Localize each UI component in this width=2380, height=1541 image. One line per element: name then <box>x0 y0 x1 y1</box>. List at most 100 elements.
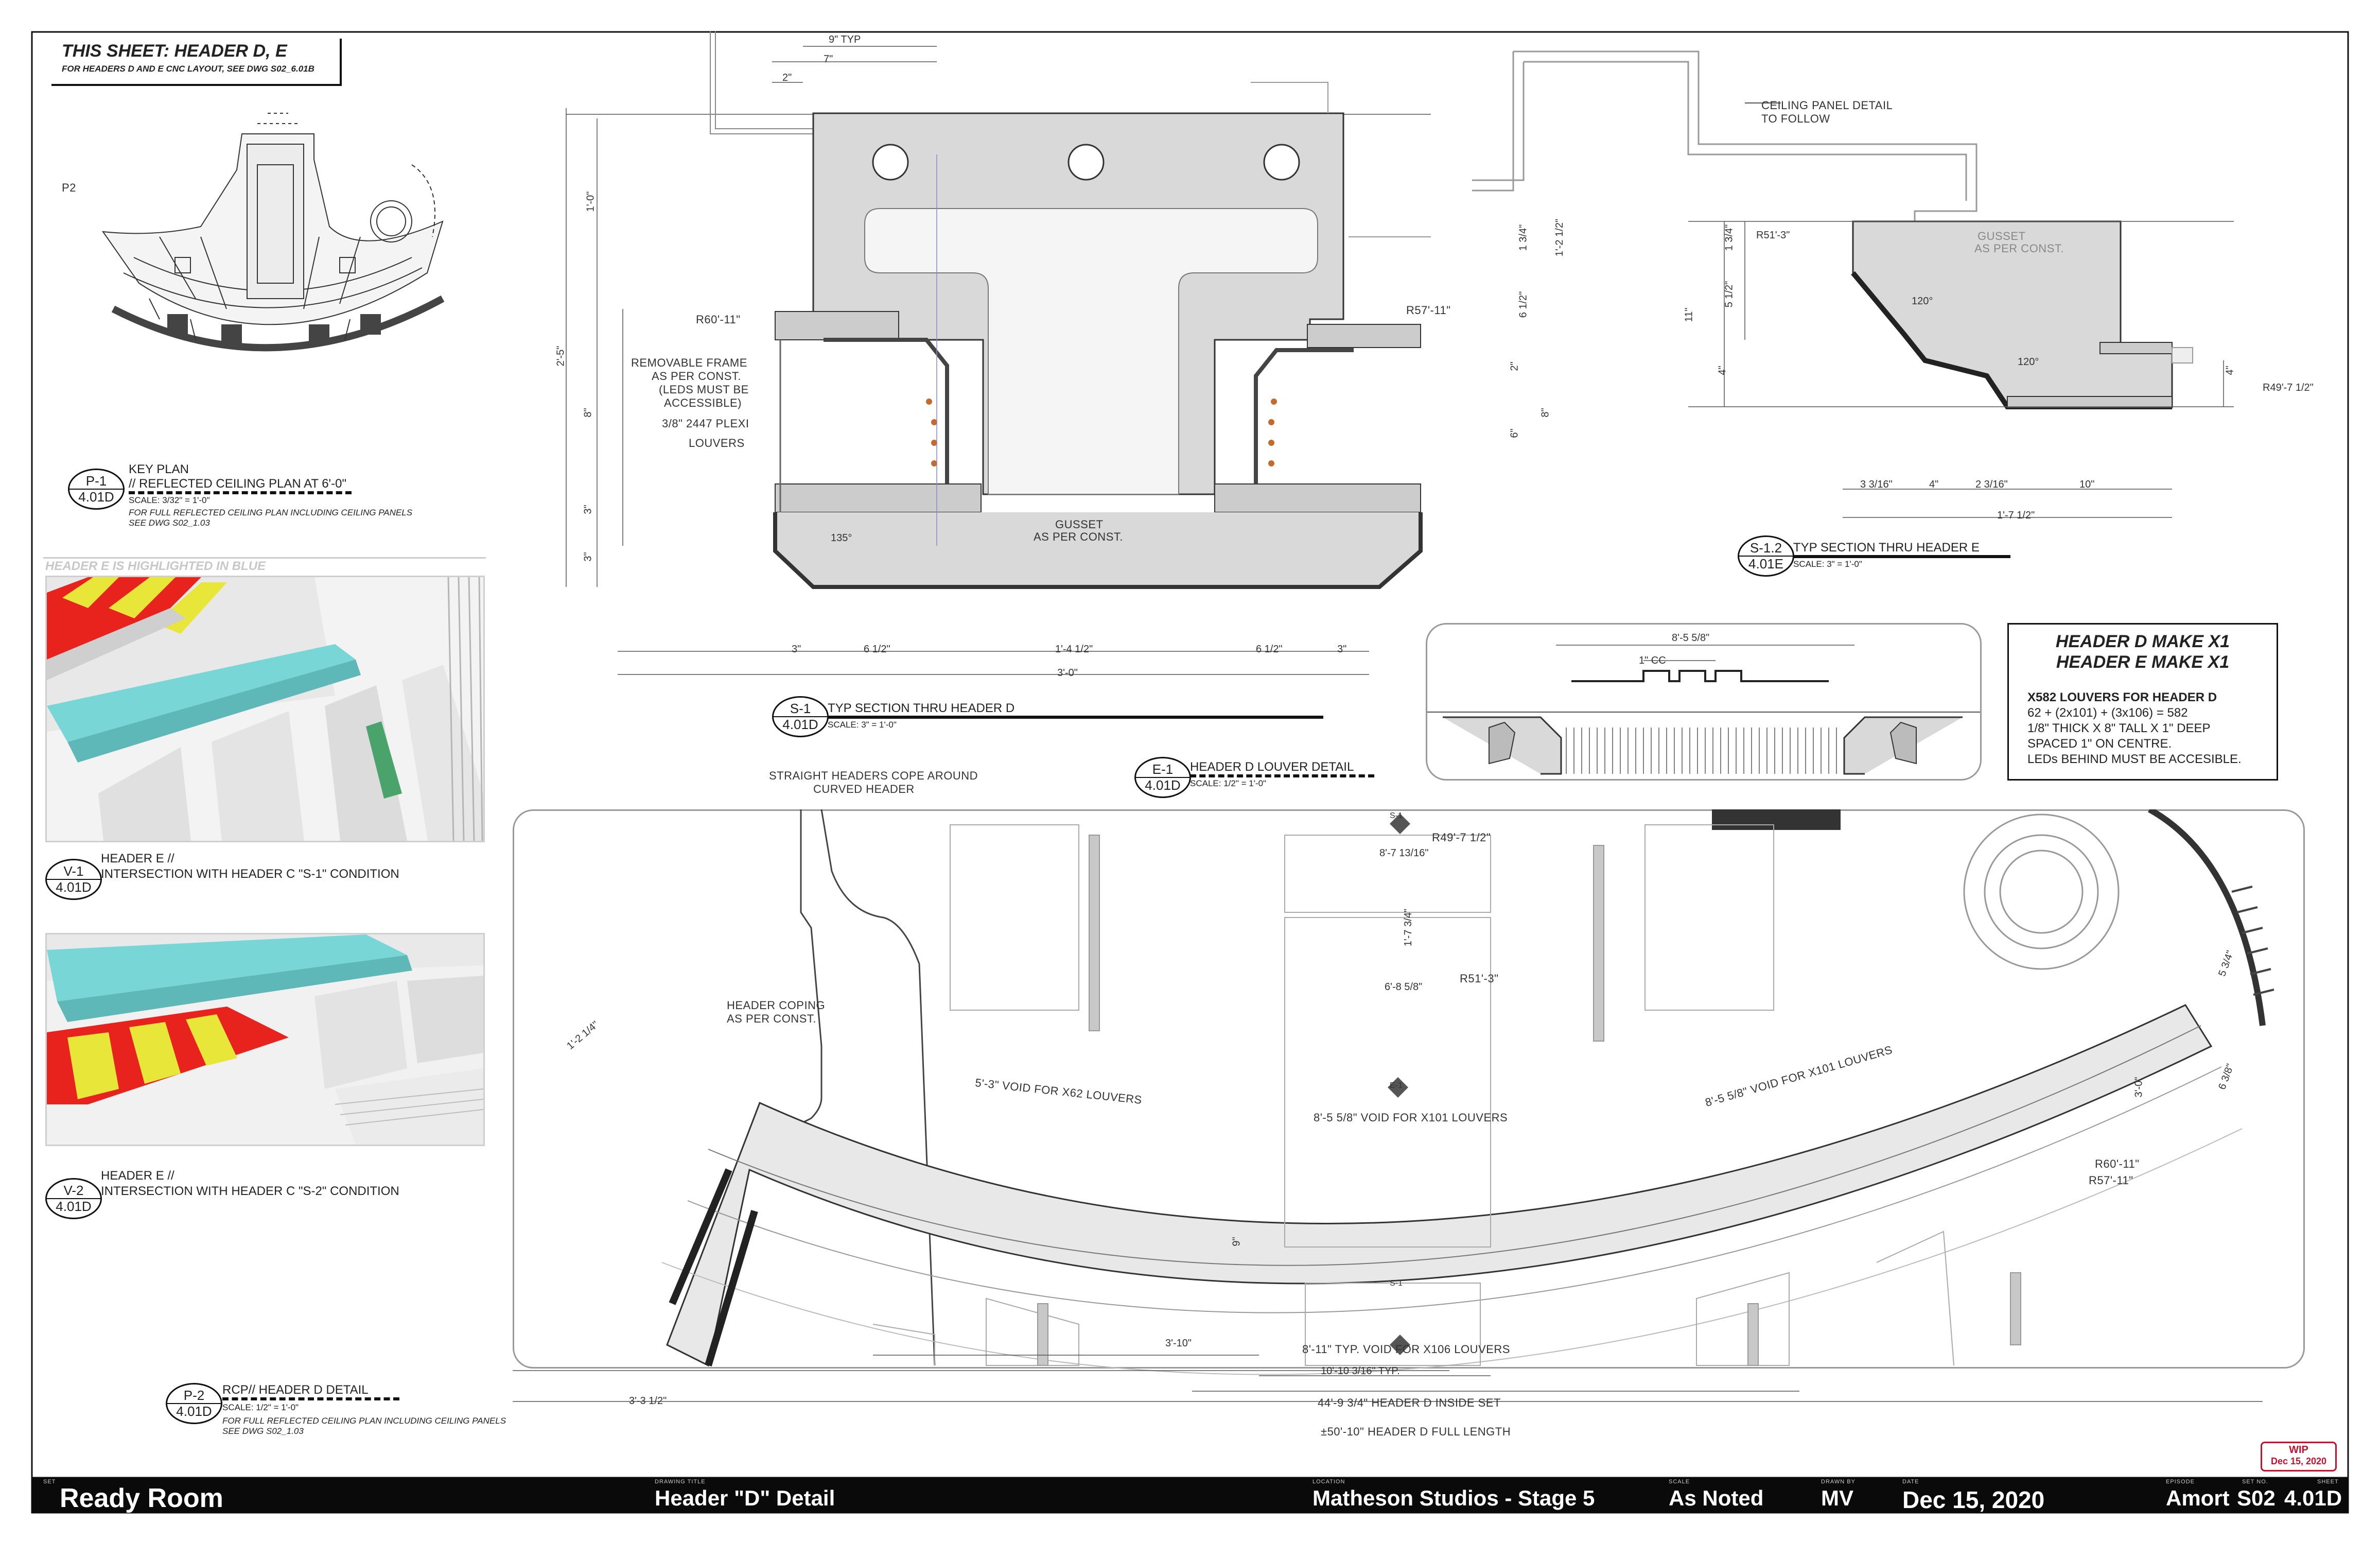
bubble-top: E-1 <box>1152 761 1174 777</box>
tb-episode-caption: EPISODE <box>2166 1479 2195 1485</box>
rcp-s1-tag-top: S-1 <box>1390 811 1403 820</box>
ceiling-outline <box>1472 50 1977 227</box>
render-v2-image <box>47 934 483 1145</box>
louver-detail-frame <box>1426 623 1982 781</box>
render-v2 <box>45 933 485 1146</box>
bubble-divider <box>1739 556 1793 557</box>
bubble-divider <box>47 1198 100 1199</box>
render-v1-bubble: V-1 4.01D <box>45 859 102 900</box>
s12-angle-120b: 120° <box>2018 356 2039 368</box>
bubble-bottom: 4.01E <box>1748 556 1783 572</box>
s1-gusset-label-1: GUSSET <box>1055 518 1104 531</box>
bubble-top: S-1.2 <box>1749 540 1782 556</box>
bubble-bottom: 4.01D <box>78 489 114 505</box>
s12-r49-label: R49'-7 1/2" <box>2263 382 2314 393</box>
s1-dim-3a: 3" <box>582 505 594 514</box>
rcp-void-x106: 8'-11" TYP. VOID FOR X106 LOUVERS <box>1302 1343 1510 1356</box>
render-v1-image <box>47 577 483 841</box>
key-plan-bubble: P-1 4.01D <box>68 469 125 510</box>
tb-scale: As Noted <box>1669 1486 1764 1510</box>
make-line-6: SPACED 1" ON CENTRE. <box>2027 737 2172 751</box>
louver-detail-title: HEADER D LOUVER DETAIL <box>1190 760 1375 777</box>
sheet-title: THIS SHEET: HEADER D, E <box>62 41 287 61</box>
rcp-plan-drawing <box>513 809 2274 1402</box>
s1-dim-6-1-2: 6 1/2" <box>1517 291 1529 318</box>
bubble-bottom: 4.01D <box>56 879 92 895</box>
tb-location: Matheson Studios - Stage 5 <box>1312 1486 1595 1510</box>
tb-setno: S02 <box>2237 1486 2276 1510</box>
tb-drawing-caption: DRAWING TITLE <box>655 1479 706 1485</box>
sheet-heading-box <box>51 39 342 86</box>
rcp-typ-10: 10'-10 3/16" TYP. <box>1321 1365 1400 1377</box>
bubble-top: S-1 <box>790 701 811 716</box>
bubble-top: V-2 <box>63 1183 84 1198</box>
rcp-bubble: P-2 4.01D <box>166 1383 222 1424</box>
s12-dim-5-1-2: 5 1/2" <box>1723 281 1735 308</box>
s12-gusset-label-2: AS PER CONST. <box>1974 242 2064 255</box>
s1-dim-6: 6" <box>1509 428 1520 438</box>
tb-date-caption: DATE <box>1902 1479 1919 1485</box>
tb-drawn: MV <box>1821 1486 1853 1510</box>
s1-r57-label: R57'-11" <box>1406 304 1451 317</box>
highlight-note: HEADER E IS HIGHLIGHTED IN BLUE <box>45 559 266 573</box>
rcp-dim-6-8: 6'-8 5/8" <box>1385 981 1423 993</box>
render-v2-title-2: INTERSECTION WITH HEADER C "S-2" CONDITI… <box>101 1184 399 1198</box>
bubble-bottom: 4.01D <box>56 1199 92 1214</box>
make-line-5: 1/8" THICK X 8" TALL X 1" DEEP <box>2027 721 2211 735</box>
tb-episode: Amort <box>2166 1486 2230 1510</box>
key-plan-title-2: // REFLECTED CEILING PLAN AT 6'-0" <box>129 477 352 494</box>
wip-stamp: WIP Dec 15, 2020 <box>2261 1442 2337 1471</box>
section-s1-drawing <box>566 31 1431 675</box>
bubble-divider <box>1136 777 1189 778</box>
key-plan-drawing <box>101 113 445 352</box>
rcp-r60: R60'-11" <box>2095 1157 2140 1170</box>
bubble-top: P-2 <box>183 1388 205 1403</box>
s1-dim-w3r: 3" <box>1337 644 1347 655</box>
section-s12-scale: SCALE: 3" = 1'-0" <box>1793 559 1862 569</box>
s1-dim-2-5: 2'-5" <box>555 345 567 367</box>
ceiling-note-2: TO FOLLOW <box>1761 112 1830 125</box>
rcp-straight-headers-1: STRAIGHT HEADERS COPE AROUND <box>769 769 978 782</box>
key-plan-p2-label: P2 <box>62 181 76 194</box>
section-s12-bubble: S-1.2 4.01E <box>1738 535 1794 577</box>
s12-dim-w10: 10" <box>2079 479 2095 490</box>
s1-frame-label-1: REMOVABLE FRAME <box>631 356 747 369</box>
rcp-note-2: SEE DWG S02_1.03 <box>222 1426 304 1436</box>
tb-drawing: Header "D" Detail <box>655 1486 835 1510</box>
key-plan-note-2: SEE DWG S02_1.03 <box>129 518 210 528</box>
rcp-s1-tag-bottom: S-1 <box>1390 1279 1403 1288</box>
s1-dim-3b: 3" <box>582 552 594 562</box>
rcp-coping-1: HEADER COPING <box>727 999 826 1012</box>
bubble-top: V-1 <box>63 863 84 879</box>
rcp-coping-2: AS PER CONST. <box>727 1012 816 1025</box>
s1-dim-w1-4: 1'-4 1/2" <box>1055 644 1093 655</box>
bubble-divider <box>774 716 827 717</box>
rcp-dim-8-7: 8'-7 13/16" <box>1379 847 1429 859</box>
rcp-r49: R49'-7 1/2" <box>1432 831 1491 844</box>
bubble-bottom: 4.01D <box>176 1404 212 1419</box>
rcp-scale: SCALE: 1/2" = 1'-0" <box>222 1403 299 1412</box>
s1-frame-label-4: ACCESSIBLE) <box>664 396 742 409</box>
s1-dim-w6r: 6 1/2" <box>1256 644 1283 655</box>
bubble-top: P-1 <box>85 473 107 489</box>
s12-angle-120a: 120° <box>1912 296 1933 307</box>
tb-scale-caption: SCALE <box>1669 1479 1690 1485</box>
louver-dim-cc: 1" CC <box>1639 655 1666 666</box>
s1-dim-8: 8" <box>582 408 594 418</box>
render-v2-title-1: HEADER E // <box>101 1169 174 1183</box>
s1-frame-label-3: (LEDs MUST BE <box>659 383 749 396</box>
make-line-2: HEADER E MAKE X1 <box>2056 652 2230 672</box>
make-line-4: 62 + (2x101) + (3x106) = 582 <box>2027 706 2188 720</box>
bubble-bottom: 4.01D <box>1145 777 1181 793</box>
bubble-divider <box>47 879 100 880</box>
louver-detail-bubble: E-1 4.01D <box>1134 757 1191 798</box>
s1-dim-typ9: 9" TYP <box>829 34 861 45</box>
rcp-note-1: FOR FULL REFLECTED CEILING PLAN INCLUDIN… <box>222 1416 506 1426</box>
louver-detail-scale: SCALE: 1/2" = 1'-0" <box>1190 778 1267 788</box>
rcp-dim-3-0: 3'-0" <box>2133 1077 2145 1098</box>
s12-dim-w2: 2 3/16" <box>1975 479 2008 490</box>
make-line-7: LEDs BEHIND MUST BE ACCESIBLE. <box>2027 752 2242 766</box>
section-s1-bubble: S-1 4.01D <box>772 696 829 737</box>
rcp-straight-headers-2: CURVED HEADER <box>813 783 915 795</box>
